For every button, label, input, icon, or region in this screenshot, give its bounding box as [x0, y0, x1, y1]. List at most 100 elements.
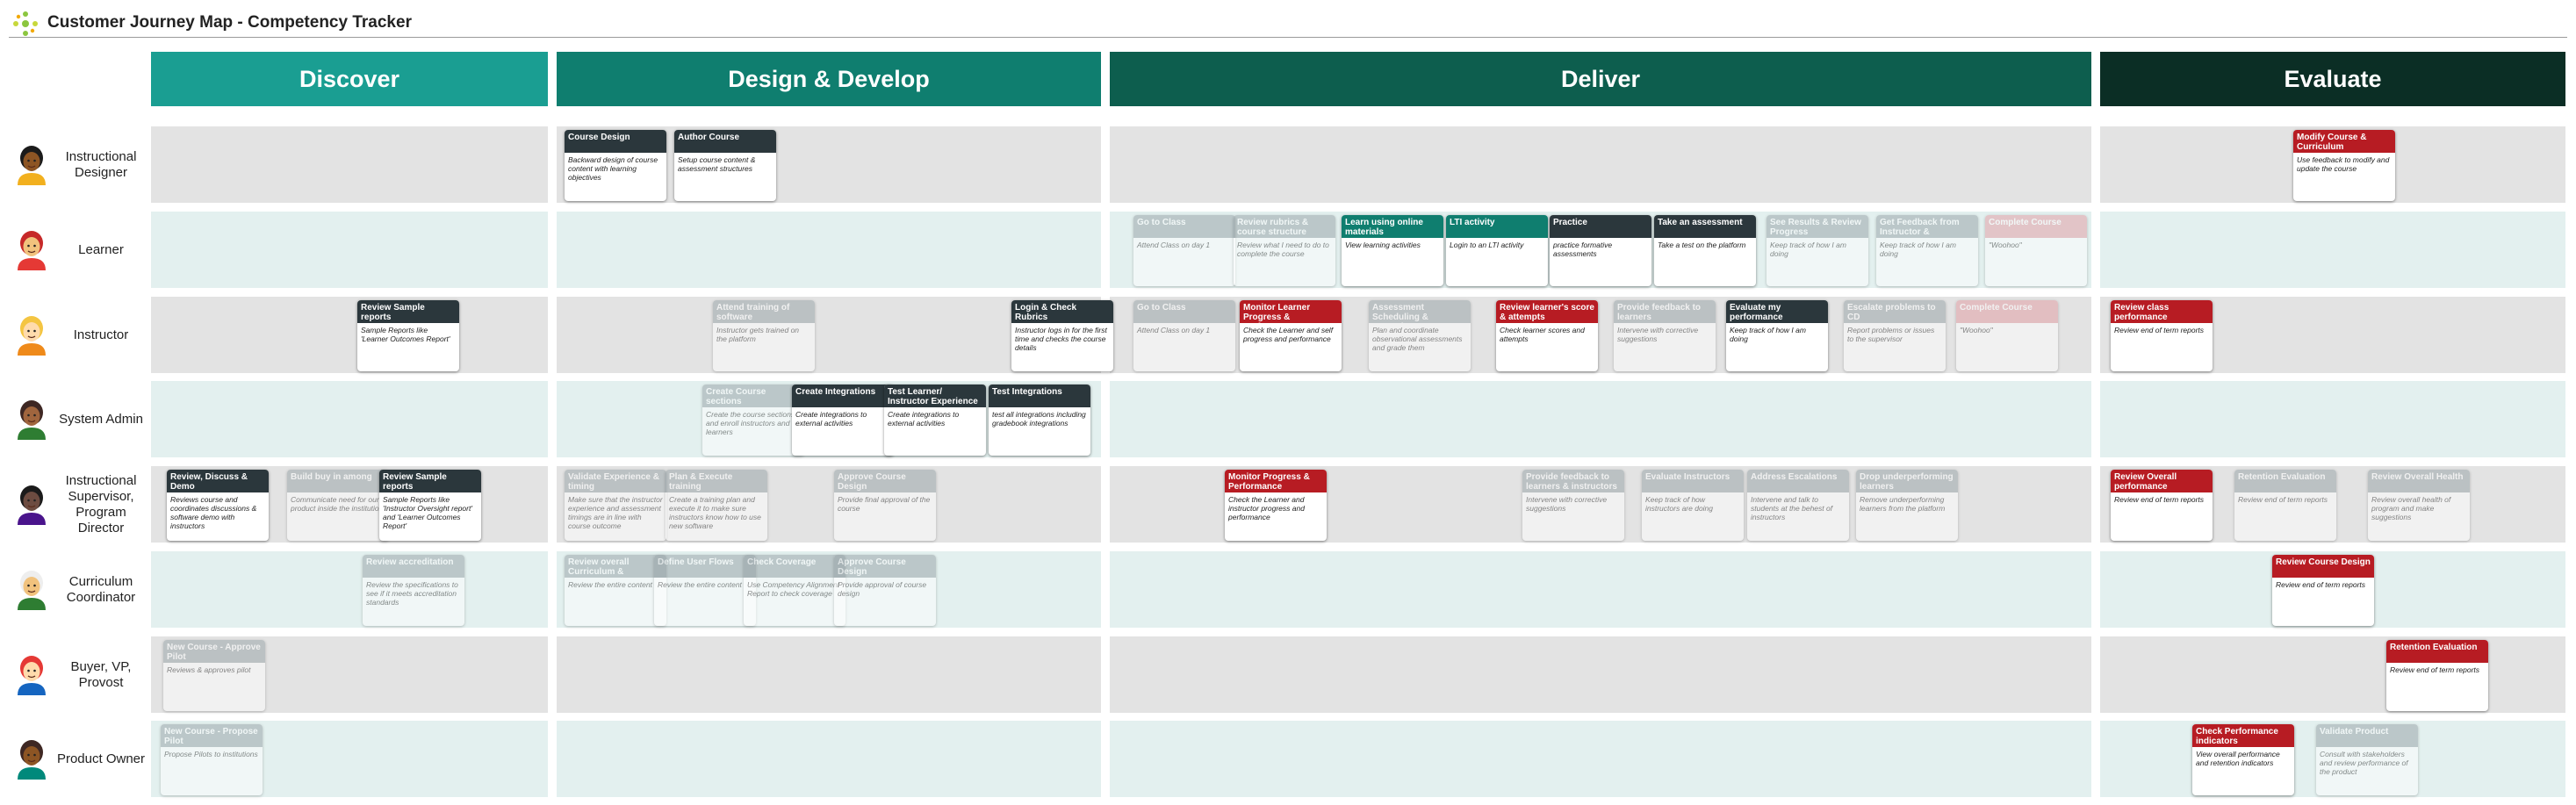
top-bar: Customer Journey Map - Competency Tracke…: [0, 0, 2576, 39]
card-title: Validate Experience & timing: [565, 470, 666, 492]
card-description: Intervene and talk to students at the be…: [1751, 495, 1833, 521]
journey-card[interactable]: Provide feedback to learners & instructo…: [1522, 470, 1624, 541]
card-title: Review class performance: [2111, 300, 2213, 323]
role-label: Buyer, VP, Provost: [70, 658, 132, 690]
card-description: Intervene with corrective suggestions: [1526, 495, 1608, 513]
card-title: Provide feedback to learners: [1614, 300, 1716, 323]
card-description: Use feedback to modify and update the co…: [2297, 155, 2390, 173]
role-label: Instructor: [73, 327, 129, 342]
card-description: Check the Learner and instructor progres…: [1228, 495, 1305, 521]
role-learner: Learner: [0, 212, 151, 288]
card-title: Course Design: [565, 130, 666, 153]
lane-cell: [557, 212, 1101, 288]
journey-card[interactable]: Assessment Scheduling & ExecutionPlan an…: [1369, 300, 1471, 371]
role-label: Instructional Designer: [65, 148, 137, 180]
lane-cell: [2100, 636, 2565, 713]
page-title: Customer Journey Map - Competency Tracke…: [47, 13, 412, 32]
journey-card[interactable]: Get Feedback from Instructor &Keep track…: [1876, 215, 1978, 286]
card-description: Keep track of how I am doing: [1880, 241, 1956, 258]
avatar-product-owner-icon: [12, 737, 51, 780]
journey-card[interactable]: Review overall Curriculum &Review the en…: [565, 555, 666, 626]
card-description: Reviews course and coordinates discussio…: [170, 495, 257, 530]
card-title: Check Coverage: [744, 555, 845, 578]
card-title: Check Performance indicators: [2192, 724, 2294, 747]
journey-card[interactable]: Complete Course"Woohoo": [1956, 300, 2058, 371]
lane-cell: [557, 721, 1101, 797]
lane-cell: [1110, 721, 2091, 797]
card-title: Approve Course Design: [834, 470, 936, 492]
card-description: Keep track of how I am doing: [1730, 326, 1806, 343]
card-title: Review Sample reports: [357, 300, 459, 323]
avatar-system-admin-icon: [12, 398, 51, 440]
card-title: Go to Class: [1133, 300, 1235, 323]
card-description: Create integrations to external activiti…: [888, 410, 960, 428]
card-description: Login to an LTI activity: [1450, 241, 1524, 249]
lane-cell: [1110, 551, 2091, 628]
card-description: Intervene with corrective suggestions: [1617, 326, 1699, 343]
card-description: Plan and coordinate observational assess…: [1372, 326, 1463, 352]
card-description: Review end of term reports: [2238, 495, 2328, 504]
card-title: Review rubrics & course structure: [1234, 215, 1335, 238]
card-title: Review accreditation: [363, 555, 464, 578]
card-description: Review end of term reports: [2276, 580, 2366, 589]
role-label: Learner: [78, 241, 124, 257]
card-description: Review end of term reports: [2114, 326, 2205, 334]
card-title: Provide feedback to learners & instructo…: [1522, 470, 1624, 492]
card-title: Review Overall Health: [2368, 470, 2470, 492]
journey-card[interactable]: Complete Course"Woohoo": [1985, 215, 2087, 286]
card-title: Review Sample reports: [379, 470, 481, 492]
card-title: New Course - Propose Pilot: [161, 724, 263, 747]
lane-cell: [151, 381, 548, 457]
role-label: Product Owner: [56, 751, 146, 766]
journey-card[interactable]: Monitor Learner Progress & PerformanceCh…: [1240, 300, 1342, 371]
card-description: Sample Reports like 'Instructor Oversigh…: [383, 495, 472, 530]
card-title: Learn using online materials: [1342, 215, 1443, 238]
